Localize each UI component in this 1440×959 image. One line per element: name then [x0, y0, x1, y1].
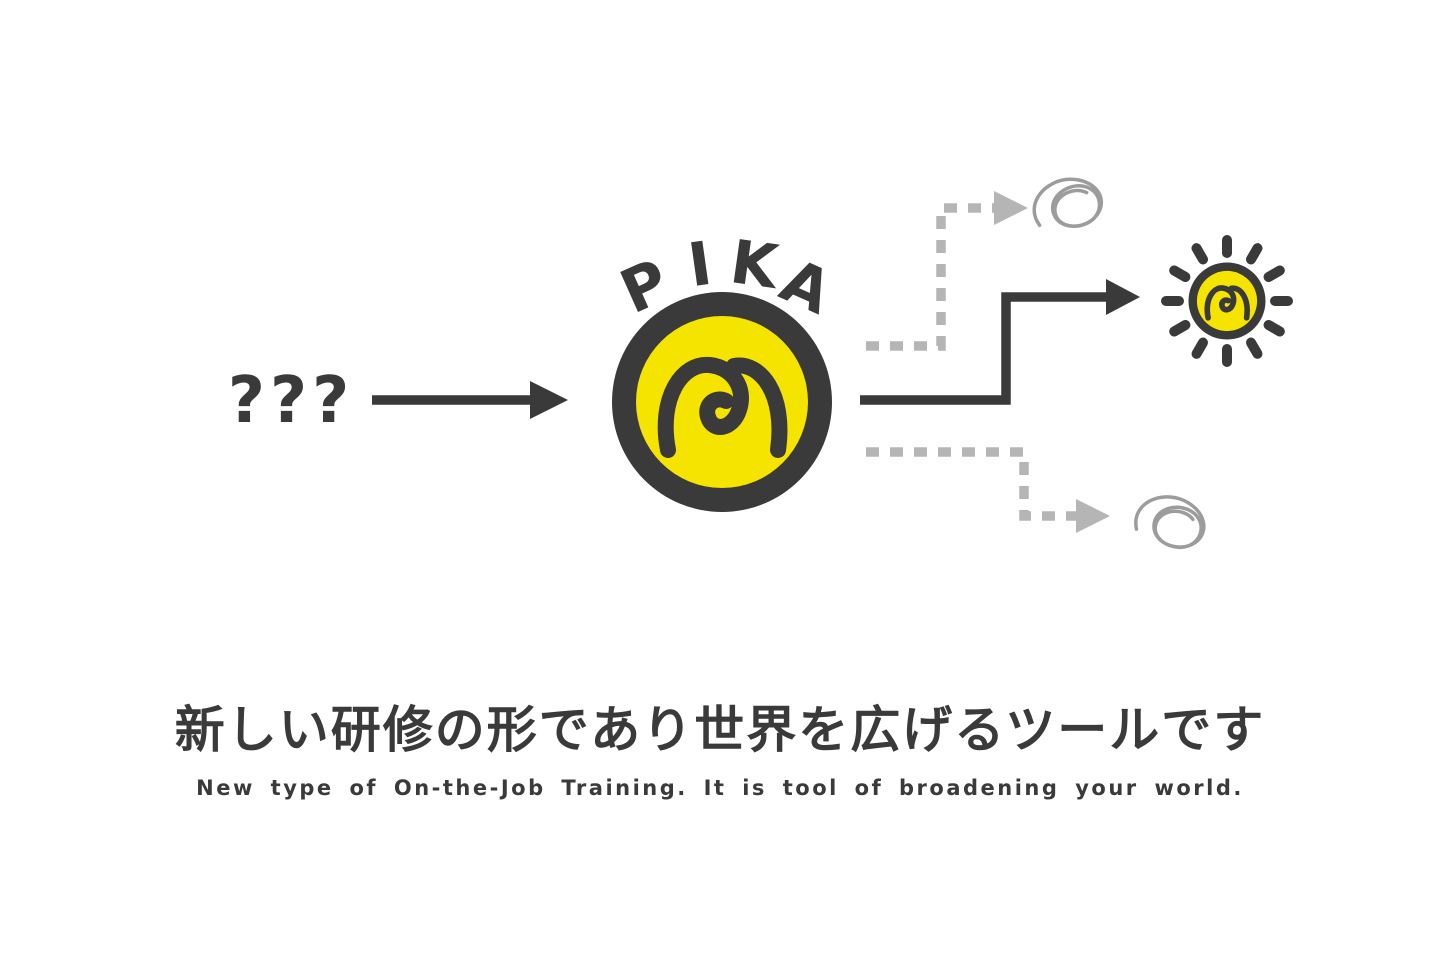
tangle-icon-bottom: [1129, 487, 1212, 555]
arrow-right-icon: [372, 381, 568, 419]
pika-letter-k: K: [726, 227, 784, 303]
diagram: ??? P I K A: [228, 172, 1293, 555]
dashed-arrow-up-icon: [866, 191, 1028, 351]
pika-badge-mini-icon: [1189, 263, 1266, 340]
solid-elbow-arrow-icon: [860, 279, 1140, 405]
pika-logo: P I K A: [611, 227, 842, 512]
dashed-arrow-down-icon: [866, 447, 1110, 533]
caption: 新しい研修の形であり世界を広げるツールです New type of On-the…: [0, 700, 1440, 800]
question-marks: ???: [228, 364, 354, 438]
subtitle-en: New type of On-the-Job Training. It is t…: [196, 776, 1244, 800]
spark-icon: [1161, 235, 1293, 367]
tangle-icon-top: [1027, 172, 1107, 235]
headline-ja: 新しい研修の形であり世界を広げるツールです: [174, 701, 1266, 759]
spark-rays: [1161, 235, 1293, 367]
pika-letter-i: I: [684, 229, 716, 301]
